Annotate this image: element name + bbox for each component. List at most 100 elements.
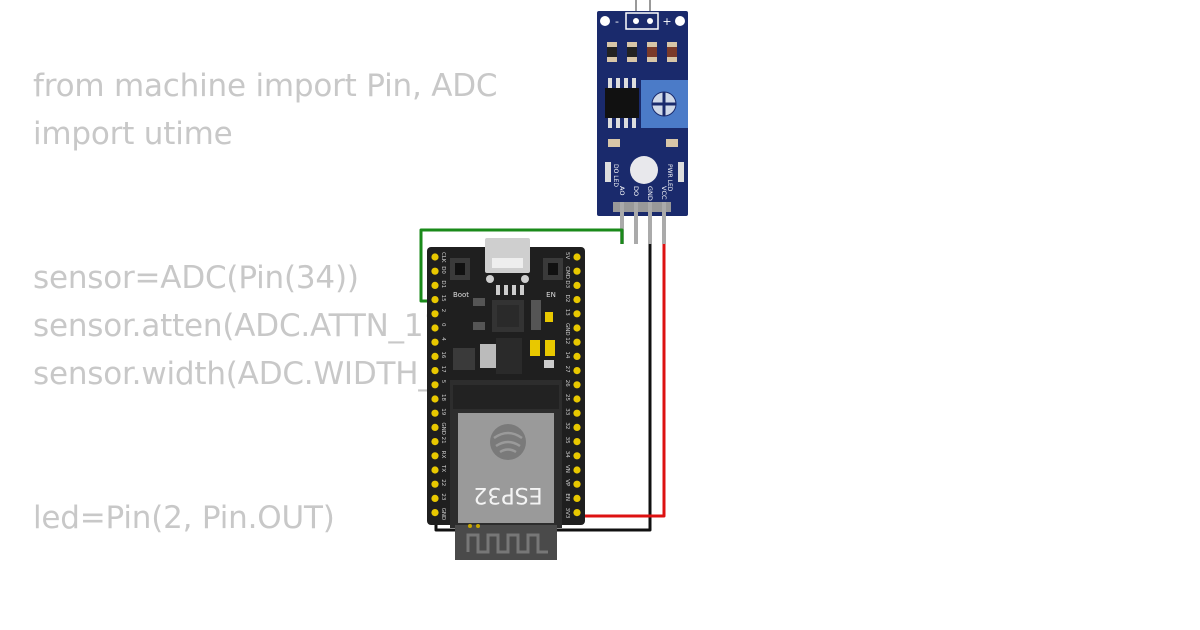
module-pin-label: GND bbox=[646, 186, 654, 201]
header-pin-label: 23 bbox=[440, 493, 446, 500]
smd-component bbox=[504, 285, 508, 295]
header-pin-label: D0 bbox=[440, 266, 446, 274]
header-pin-label: GND bbox=[564, 323, 570, 336]
header-pin-right[interactable]: EN bbox=[564, 493, 581, 502]
header-pin-left[interactable]: RX bbox=[431, 451, 446, 460]
header-pin-left[interactable]: 16 bbox=[431, 351, 446, 360]
header-pin-label: GND bbox=[440, 422, 446, 435]
header-pin-left[interactable]: 2 bbox=[431, 309, 446, 318]
do-led bbox=[605, 162, 611, 182]
header-pin-right[interactable]: 26 bbox=[564, 380, 581, 389]
terminal-pad bbox=[647, 18, 653, 24]
mount-hole bbox=[600, 16, 610, 26]
module-header-strip bbox=[453, 385, 559, 409]
header-pin-left[interactable]: 18 bbox=[431, 394, 446, 403]
antenna-pad bbox=[476, 524, 480, 528]
potentiometer[interactable] bbox=[641, 80, 688, 128]
header-pin-right[interactable]: D2 bbox=[564, 295, 581, 304]
wire-red-vcc-to-3v3[interactable] bbox=[578, 244, 666, 518]
header-pin-label: 5 bbox=[440, 380, 446, 384]
header-pin-right[interactable]: 12 bbox=[564, 337, 581, 346]
header-pin-label: 2 bbox=[440, 309, 446, 313]
module-pin-ao[interactable] bbox=[620, 202, 624, 244]
sensor-lens bbox=[630, 156, 658, 184]
en-button-cap[interactable] bbox=[548, 263, 558, 275]
header-pin-right[interactable]: 33 bbox=[564, 408, 581, 417]
header-pin-left[interactable]: 19 bbox=[431, 408, 446, 417]
header-pin-right[interactable]: VP bbox=[564, 479, 581, 488]
header-pin-right[interactable]: 34 bbox=[564, 451, 581, 460]
header-pin-left[interactable]: TX bbox=[431, 464, 446, 474]
sensor-module[interactable]: - + DO LED PWR LE bbox=[597, 0, 688, 244]
mount-hole bbox=[675, 16, 685, 26]
header-pin-label: 27 bbox=[564, 366, 570, 373]
boot-button-cap[interactable] bbox=[455, 263, 465, 275]
header-pin-left[interactable]: D0 bbox=[431, 266, 446, 275]
header-pin-label: D2 bbox=[564, 295, 570, 303]
header-pin-left[interactable]: 23 bbox=[431, 493, 446, 502]
module-pin-vcc[interactable] bbox=[662, 202, 666, 244]
header-pin-left[interactable]: CLK bbox=[431, 252, 446, 263]
header-pin-label: 21 bbox=[440, 437, 446, 444]
smd-led bbox=[545, 312, 553, 322]
code-line-6: led=Pin(2, Pin.OUT) bbox=[33, 500, 335, 536]
espressif-logo-arc bbox=[493, 431, 523, 454]
header-pin-left[interactable]: GND bbox=[431, 508, 446, 521]
header-pin-label: 4 bbox=[440, 337, 446, 341]
module-pin-gnd[interactable] bbox=[648, 202, 652, 244]
module-pin-label: AO bbox=[618, 186, 626, 195]
header-pin-left[interactable]: 22 bbox=[431, 479, 446, 488]
header-pin-left[interactable]: GND bbox=[431, 422, 446, 435]
smd-component bbox=[473, 322, 485, 330]
header-pin-right[interactable]: VN bbox=[564, 465, 581, 474]
header-pin-label: 15 bbox=[440, 295, 446, 302]
pwr-led-label: PWR LED bbox=[666, 164, 673, 192]
wire-green-ao-to-d15[interactable] bbox=[419, 228, 624, 303]
do-led-label: DO LED bbox=[612, 164, 619, 187]
header-pin-label: 5V bbox=[564, 252, 570, 259]
header-pin-label: 25 bbox=[564, 394, 570, 401]
transistor bbox=[453, 348, 475, 370]
comparator-ic bbox=[605, 78, 639, 128]
header-pin-label: 18 bbox=[440, 394, 446, 401]
header-pin-left[interactable]: 21 bbox=[431, 437, 446, 446]
header-pin-left[interactable]: 0 bbox=[431, 323, 446, 332]
header-pin-right[interactable]: 27 bbox=[564, 366, 581, 375]
header-pin-left[interactable]: 5 bbox=[431, 380, 446, 389]
header-pin-label: 33 bbox=[564, 408, 570, 415]
smd-array bbox=[531, 300, 541, 330]
header-pin-right[interactable]: 13 bbox=[564, 309, 581, 318]
header-pin-label: D1 bbox=[440, 280, 446, 288]
terminal-pad bbox=[633, 18, 639, 24]
header-pin-label: VP bbox=[564, 479, 570, 487]
smd-component bbox=[520, 285, 524, 295]
header-pin-right[interactable]: 14 bbox=[564, 351, 581, 360]
smd-capacitor bbox=[530, 340, 540, 356]
header-pin-right[interactable]: D3 bbox=[564, 280, 581, 289]
pwr-led bbox=[678, 162, 684, 182]
header-pin-label: 17 bbox=[440, 366, 446, 373]
antenna bbox=[455, 525, 557, 560]
header-pin-label: TX bbox=[440, 464, 446, 472]
code-line-1: from machine import Pin, ADC bbox=[33, 68, 498, 104]
header-pin-right[interactable]: 3V3 bbox=[564, 508, 581, 519]
module-pin-do[interactable] bbox=[634, 202, 638, 244]
code-line-5: sensor.width(ADC.WIDTH_ bbox=[33, 356, 434, 392]
header-pin-right[interactable]: 35 bbox=[564, 437, 581, 446]
header-pin-left[interactable]: 17 bbox=[431, 366, 446, 375]
header-pin-left[interactable]: D1 bbox=[431, 280, 446, 289]
smd-component bbox=[544, 360, 554, 368]
header-pin-right[interactable]: 32 bbox=[564, 422, 581, 431]
header-pin-right[interactable]: CMD bbox=[564, 266, 581, 279]
pin-header bbox=[613, 202, 671, 212]
header-pin-right[interactable]: 25 bbox=[564, 394, 581, 403]
header-pin-right[interactable]: 5V bbox=[564, 252, 581, 261]
header-pin-right[interactable]: GND bbox=[564, 323, 581, 336]
header-pin-label: CMD bbox=[564, 266, 570, 279]
header-pin-left[interactable]: 4 bbox=[431, 337, 446, 346]
header-pin-label: 34 bbox=[564, 451, 570, 458]
plus-label: + bbox=[662, 15, 671, 28]
header-pin-left[interactable]: 15 bbox=[431, 295, 446, 304]
